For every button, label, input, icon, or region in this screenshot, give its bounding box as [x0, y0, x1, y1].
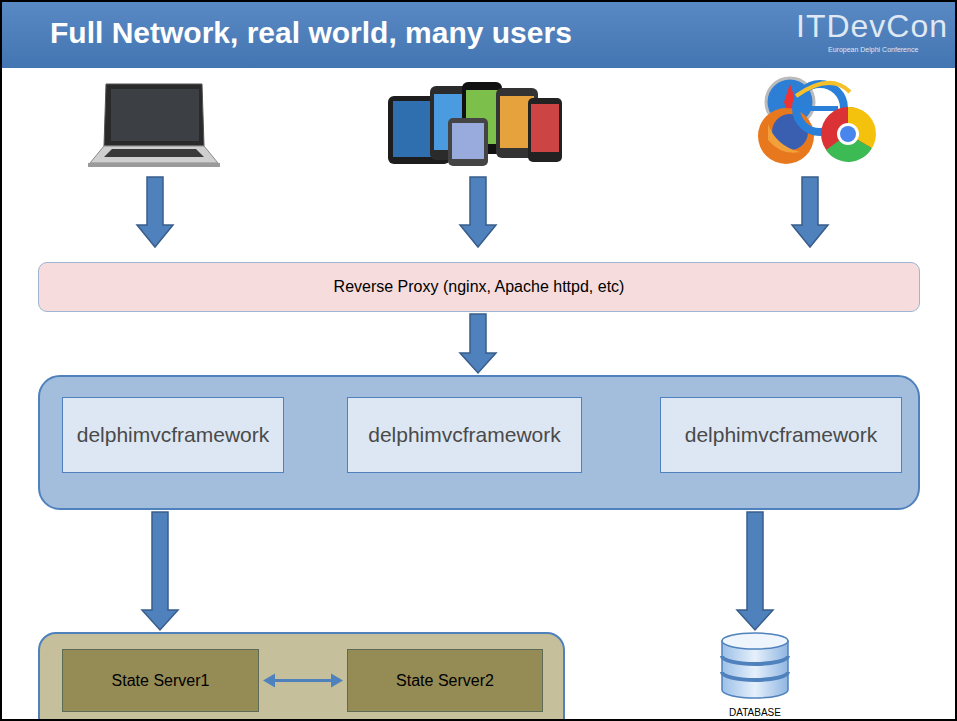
header-band — [0, 0, 957, 68]
connector-arrow — [263, 674, 343, 688]
server-group: delphimvcframework delphimvcframework delp… — [38, 375, 920, 510]
database-label: DATABASE — [729, 707, 781, 718]
state-server-box: State Server2 — [347, 649, 543, 712]
label-holder: ITDevCon — [796, 8, 948, 45]
framework-box: delphimvcframework — [347, 397, 582, 473]
box-label: State Server1 — [112, 672, 210, 690]
laptop-picture — [88, 84, 220, 167]
title-holder: Full Network, real world, many users — [50, 16, 572, 50]
slide-title: Full Network, real world, many users — [50, 16, 572, 50]
connector-arrow — [142, 512, 178, 630]
mobile-devices-picture — [388, 82, 562, 166]
logo-subtitle: European Delphi Conference — [828, 46, 918, 53]
logo-text: ITDevCon — [796, 8, 948, 45]
database-node: DATABASE — [700, 632, 810, 718]
box-label: State Server2 — [396, 672, 494, 690]
framework-box: delphimvcframework — [660, 397, 902, 473]
input-arrows — [137, 177, 828, 247]
box-label: Reverse Proxy (nginx, Apache httpd, etc) — [334, 278, 625, 296]
framework-box: delphimvcframework — [62, 397, 284, 473]
proxy-box: Reverse Proxy (nginx, Apache httpd, etc) — [38, 262, 920, 312]
box-label: delphimvcframework — [77, 423, 270, 447]
connector-arrow — [460, 314, 496, 373]
label-holder: European Delphi Conference — [828, 46, 918, 53]
connector-arrow — [737, 512, 773, 630]
state-server-box: State Server1 — [62, 649, 259, 712]
box-label: delphimvcframework — [685, 423, 878, 447]
state-group: State Server1 State Server2 — [38, 632, 565, 721]
box-label: delphimvcframework — [368, 423, 561, 447]
web-browsers-picture — [758, 78, 876, 164]
database-cylinder — [720, 632, 790, 700]
